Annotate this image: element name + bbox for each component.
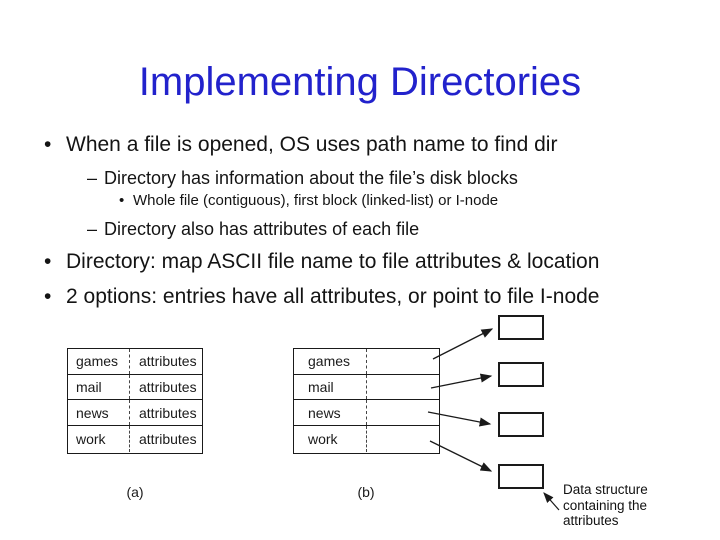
file-name-cell: games (76, 353, 119, 370)
attribute-inode-box (498, 315, 544, 340)
file-name-cell: games (308, 353, 351, 370)
table-row: mail (294, 374, 439, 401)
attributes-cell: attributes (129, 426, 202, 452)
bullet-marker: – (87, 219, 98, 239)
table-row: work (294, 426, 439, 452)
bullet-marker: • (44, 250, 52, 273)
caption-b: (b) (357, 484, 375, 500)
attributes-cell: attributes (129, 400, 202, 426)
bullet-text: Directory also has attributes of each fi… (104, 219, 420, 239)
bullet-marker: • (44, 285, 52, 308)
attribute-inode-box (498, 412, 544, 437)
attribute-inode-box (498, 464, 544, 489)
table-row: news attributes (68, 400, 202, 427)
annotation-line: attributes (563, 513, 619, 528)
bullet-text: Whole file (contiguous), first block (li… (133, 192, 499, 209)
attribute-inode-box (498, 362, 544, 387)
table-row: work attributes (68, 426, 202, 452)
file-name-cell: mail (308, 379, 334, 396)
bullet-text: 2 options: entries have all attributes, … (66, 285, 600, 308)
bullet-item: • When a file is opened, OS uses path na… (44, 133, 557, 157)
pointer-cell (366, 426, 439, 452)
table-row: news (294, 400, 439, 427)
arrow-annotation-to-box (543, 492, 560, 511)
bullet-text: Directory: map ASCII file name to file a… (66, 250, 600, 273)
directory-table-b: games mail news work (293, 348, 440, 454)
pointer-cell (366, 400, 439, 426)
table-row: games attributes (68, 349, 202, 375)
arrow-mail-to-inode (430, 373, 493, 389)
bullet-item: • Whole file (contiguous), first block (… (119, 192, 498, 209)
table-row: mail attributes (68, 374, 202, 401)
bullet-marker: – (87, 168, 98, 188)
file-name-cell: news (308, 404, 341, 421)
table-row: games (294, 349, 439, 375)
annotation-label: Data structure containing the attributes (563, 482, 648, 529)
pointer-cell (366, 374, 439, 400)
bullet-item: – Directory has information about the fi… (87, 168, 518, 189)
attributes-cell: attributes (129, 374, 202, 400)
bullet-text: Directory has information about the file… (104, 168, 518, 188)
bullet-marker: • (44, 133, 52, 156)
file-name-cell: news (76, 404, 109, 421)
directory-table-a: games attributes mail attributes news at… (67, 348, 203, 454)
file-name-cell: mail (76, 379, 102, 396)
bullet-item: • 2 options: entries have all attributes… (44, 285, 599, 309)
bullet-marker: • (119, 192, 125, 209)
annotation-line: containing the (563, 497, 648, 513)
file-name-cell: work (76, 430, 106, 447)
slide-title: Implementing Directories (138, 60, 582, 104)
bullet-item: – Directory also has attributes of each … (87, 219, 419, 240)
annotation-line: Data structure (563, 482, 648, 497)
bullet-item: • Directory: map ASCII file name to file… (44, 250, 599, 274)
bullet-text: When a file is opened, OS uses path name… (66, 133, 558, 156)
pointer-cell (366, 349, 439, 374)
file-name-cell: work (308, 430, 338, 447)
caption-a: (a) (126, 484, 144, 500)
attributes-cell: attributes (129, 349, 202, 374)
arrow-games-to-inode (432, 328, 494, 360)
